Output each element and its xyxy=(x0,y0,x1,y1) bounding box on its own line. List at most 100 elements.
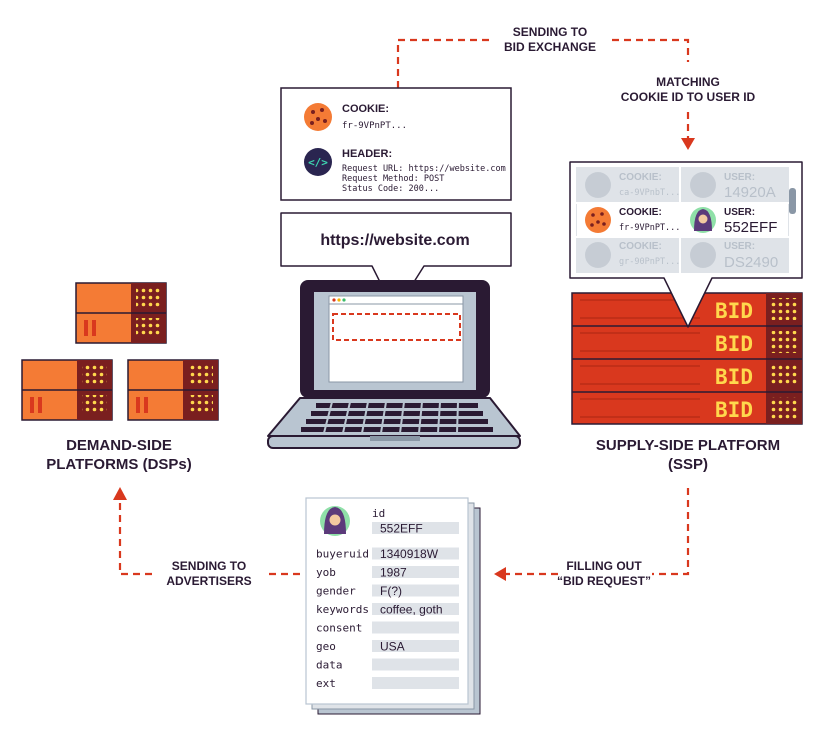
header-line-3: Status Code: 200... xyxy=(342,184,439,194)
ssp-label: SUPPLY-SIDE PLATFORM (SSP) xyxy=(596,437,780,473)
table-row-3: COOKIE: gr-90PnPT... USER: DS2490 xyxy=(585,241,778,271)
code-icon: </> xyxy=(304,148,332,176)
svg-text:ca-9VPnbT...: ca-9VPnbT... xyxy=(619,188,680,198)
svg-text:DS2490: DS2490 xyxy=(724,254,778,271)
svg-text:BID EXCHANGE: BID EXCHANGE xyxy=(504,40,596,54)
bid-field-value-box xyxy=(372,640,459,652)
svg-text:fr-9VPnPT...: fr-9VPnPT... xyxy=(619,223,680,233)
svg-text:USER:: USER: xyxy=(724,241,755,252)
svg-text:COOKIE:: COOKIE: xyxy=(619,172,662,183)
table-scrollbar-thumb[interactable] xyxy=(789,188,796,214)
bid-field-key: gender xyxy=(316,585,356,598)
cookie-value: fr-9VPnPT... xyxy=(342,121,407,131)
header-line-1: Request URL: https://website.com xyxy=(342,164,506,174)
bid-field-value-box xyxy=(372,522,459,534)
laptop-illustration xyxy=(267,280,521,449)
bid-field-key: yob xyxy=(316,566,336,579)
bid-field-value: 1987 xyxy=(380,566,407,580)
bid-field-value-box xyxy=(372,677,459,689)
bid-field-value-box xyxy=(372,621,459,634)
cookie-placeholder-icon xyxy=(585,242,611,268)
svg-text:SENDING TO: SENDING TO xyxy=(513,25,587,39)
svg-text:SENDING TO: SENDING TO xyxy=(172,559,246,573)
bid-field-value: 552EFF xyxy=(380,522,423,536)
dsp-server-left xyxy=(21,359,113,421)
cookie-icon xyxy=(585,207,611,233)
label-sending-to-advertisers: SENDING TO ADVERTISERS xyxy=(166,559,251,588)
bid-field-key: geo xyxy=(316,640,336,653)
flow-arrow-filling xyxy=(494,488,690,581)
svg-text:</>: </> xyxy=(308,156,328,169)
table-row-2: COOKIE: fr-9VPnPT... USER: 552EFF xyxy=(585,207,777,236)
bid-field-value-box xyxy=(372,658,459,671)
table-row-1: COOKIE: ca-9VPnbT... USER: 14920A xyxy=(585,172,776,201)
bid-label-2: BID xyxy=(715,332,753,356)
user-placeholder-icon xyxy=(690,172,716,198)
svg-text:PLATFORMS (DSPs): PLATFORMS (DSPs) xyxy=(46,456,192,473)
cookie-icon xyxy=(304,103,332,131)
svg-text:(SSP): (SSP) xyxy=(668,456,708,473)
request-info-card: COOKIE: fr-9VPnPT... </> HEADER: Request… xyxy=(280,87,512,201)
label-filling-bid-request: FILLING OUT “BID REQUEST” xyxy=(557,559,651,588)
bid-field-gender: gender F(?) xyxy=(316,584,459,598)
header-title: HEADER: xyxy=(342,148,392,160)
bid-request-document: id 552EFF buyeruid 1340918W yob 1987 gender F(?… xyxy=(305,497,481,715)
bid-field-keywords: keywords coffee, goth xyxy=(316,603,459,617)
bid-field-value-box xyxy=(372,566,459,578)
bid-field-value: coffee, goth xyxy=(380,603,443,617)
ssp-server-stack: BID BID BID BID xyxy=(571,292,803,425)
bid-field-ext: ext xyxy=(316,677,459,690)
bid-field-value: 1340918W xyxy=(380,547,439,561)
bid-label-1: BID xyxy=(715,299,753,323)
flow-arrow-matching xyxy=(681,112,695,150)
url-text: https://website.com xyxy=(320,232,469,249)
bid-field-value: F(?) xyxy=(380,584,402,598)
svg-text:SUPPLY-SIDE PLATFORM: SUPPLY-SIDE PLATFORM xyxy=(596,437,780,454)
svg-text:FILLING OUT: FILLING OUT xyxy=(566,559,642,573)
user-avatar-icon xyxy=(690,207,716,233)
bid-field-value-box xyxy=(372,584,459,597)
svg-text:gr-90PnPT...: gr-90PnPT... xyxy=(619,257,680,267)
bid-label-3: BID xyxy=(715,365,753,389)
bid-field-value-box xyxy=(372,603,459,615)
svg-text:COOKIE:: COOKIE: xyxy=(619,241,662,252)
bid-field-key: id xyxy=(372,507,385,520)
bid-field-value: USA xyxy=(380,640,405,654)
header-line-2: Request Method: POST xyxy=(342,174,444,184)
svg-text:DEMAND-SIDE: DEMAND-SIDE xyxy=(66,437,172,454)
bid-field-key: keywords xyxy=(316,603,369,616)
user-avatar-icon xyxy=(320,506,350,536)
bid-field-key: consent xyxy=(316,622,362,635)
flow-arrow-to-exchange xyxy=(396,38,690,88)
bid-field-id: id 552EFF xyxy=(372,507,459,536)
flow-arrow-advertisers xyxy=(113,487,300,576)
svg-text:COOKIE ID TO USER ID: COOKIE ID TO USER ID xyxy=(621,90,756,104)
svg-text:ADVERTISERS: ADVERTISERS xyxy=(166,574,251,588)
bid-field-buyeruid: buyeruid 1340918W xyxy=(316,547,459,561)
bid-field-value-box xyxy=(372,547,459,560)
bid-field-yob: yob 1987 xyxy=(316,566,459,580)
label-matching: MATCHING COOKIE ID TO USER ID xyxy=(621,75,756,104)
bid-field-geo: geo USA xyxy=(316,640,459,654)
svg-text:“BID REQUEST”: “BID REQUEST” xyxy=(557,574,651,588)
bid-field-data: data xyxy=(316,658,459,672)
user-placeholder-icon xyxy=(690,242,716,268)
dsp-server-top xyxy=(75,282,167,344)
svg-text:14920A: 14920A xyxy=(724,184,776,201)
svg-text:USER:: USER: xyxy=(724,172,755,183)
bid-field-key: ext xyxy=(316,677,336,690)
bid-field-key: data xyxy=(316,659,343,672)
label-sending-to-exchange: SENDING TO BID EXCHANGE xyxy=(504,25,596,54)
svg-text:COOKIE:: COOKIE: xyxy=(619,207,662,218)
dsp-server-right xyxy=(127,359,219,421)
cookie-placeholder-icon xyxy=(585,172,611,198)
bid-label-4: BID xyxy=(715,398,753,422)
table-scrollbar-track[interactable] xyxy=(789,167,796,273)
ssp-cookie-user-table: COOKIE: ca-9VPnbT... USER: 14920A COOKIE… xyxy=(569,161,803,328)
svg-text:USER:: USER: xyxy=(724,207,755,218)
dsp-label: DEMAND-SIDE PLATFORMS (DSPs) xyxy=(46,437,192,473)
bid-field-key: buyeruid xyxy=(316,548,369,561)
bid-field-consent: consent xyxy=(316,621,459,635)
svg-text:MATCHING: MATCHING xyxy=(656,75,720,89)
